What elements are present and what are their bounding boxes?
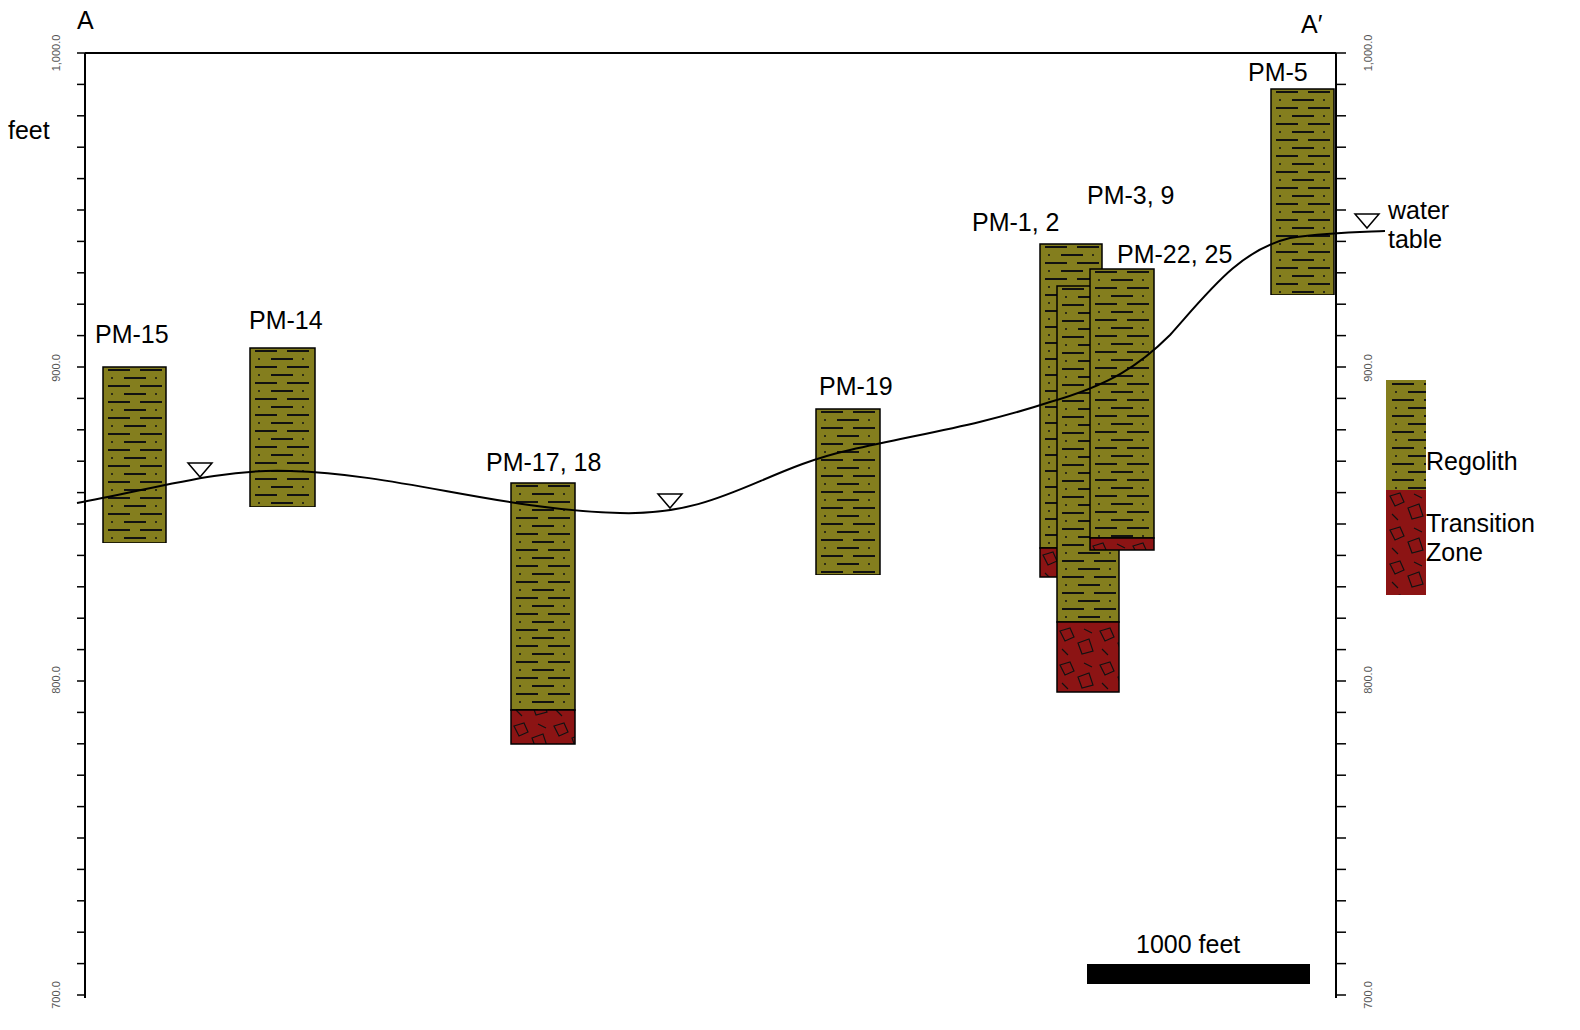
borehole-log [1270,88,1335,295]
borehole-label: PM-22, 25 [1117,240,1232,269]
section-end: A [77,6,94,35]
borehole-label: PM-15 [95,320,169,349]
section-end: A′ [1301,10,1322,39]
elevation-tick: 800.0 [1362,666,1374,694]
borehole-label: PM-17, 18 [486,448,601,477]
elevation-tick: 1,000.0 [1362,35,1374,72]
scale-label: 1000 feet [1136,930,1240,959]
borehole-column: PM-15 [102,366,167,543]
elevation-tick: 900.0 [1362,354,1374,382]
borehole-log [1089,268,1155,551]
borehole-column: PM-5 [1270,88,1335,295]
borehole-label: PM-19 [819,372,893,401]
borehole-log [510,482,576,745]
legend-swatch [1386,490,1426,595]
legend-pattern [1386,380,1426,490]
legend-swatch [1386,380,1426,490]
borehole-column: PM-22, 25 [1089,268,1155,551]
legend-text: Regolith [1426,447,1576,476]
borehole-label: PM-1, 2 [972,208,1060,237]
water-table-label: water table [1388,196,1488,254]
borehole-log [102,366,167,543]
borehole-column: PM-17, 18 [510,482,576,745]
borehole-label: PM-3, 9 [1087,181,1175,210]
elevation-tick: 700.0 [1362,981,1374,1009]
legend-pattern [1386,490,1426,595]
elevation-tick: 800.0 [50,666,62,694]
borehole-column: PM-19 [815,408,881,575]
borehole-log [249,347,316,507]
borehole-log [815,408,881,575]
borehole-label: PM-5 [1248,58,1308,87]
legend-text: Transition Zone [1426,509,1576,567]
elevation-tick: 700.0 [50,981,62,1009]
axis-unit: feet [8,116,50,145]
elevation-tick: 900.0 [50,354,62,382]
borehole-column: PM-14 [249,347,316,507]
elevation-tick: 1,000.0 [50,35,62,72]
borehole-label: PM-14 [249,306,323,335]
